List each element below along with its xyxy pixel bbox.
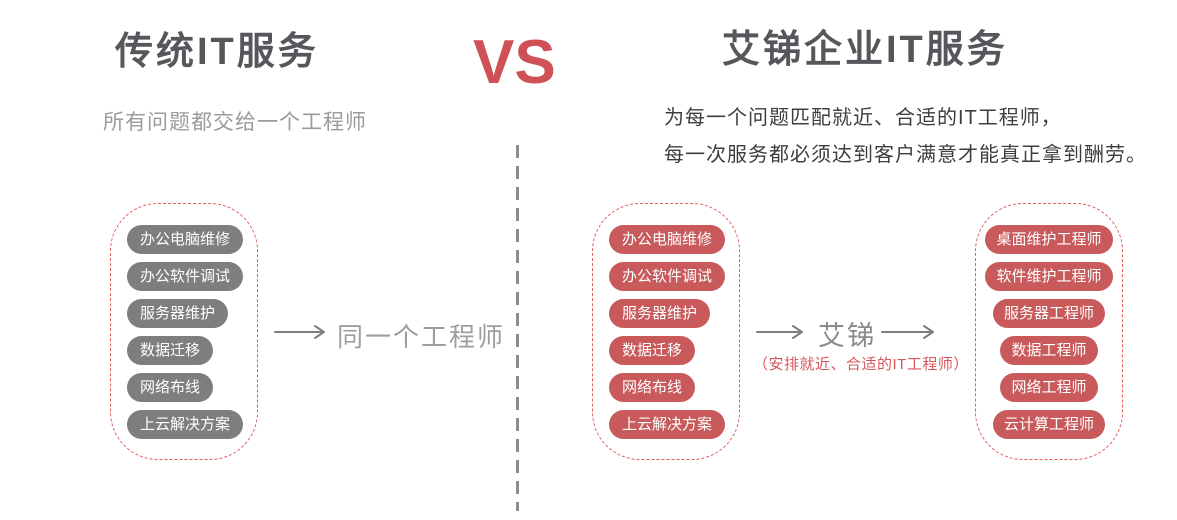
engineer-pill: 云计算工程师 bbox=[992, 409, 1105, 439]
broker-note: （安排就近、合适的IT工程师） bbox=[753, 356, 969, 373]
vertical-divider bbox=[516, 145, 519, 511]
service-pill: 网络布线 bbox=[609, 372, 696, 402]
left-section-title: 传统IT服务 bbox=[115, 31, 319, 73]
service-pill: 办公电脑维修 bbox=[609, 224, 726, 254]
traditional-services-box: 办公电脑维修 办公软件调试 服务器维护 数据迁移 网络布线 上云解决方案 bbox=[110, 203, 258, 460]
broker-label: 艾锑 bbox=[818, 321, 876, 351]
engineer-pill: 数据工程师 bbox=[1000, 335, 1098, 365]
service-pill: 数据迁移 bbox=[609, 335, 696, 365]
right-section-description: 为每一个问题匹配就近、合适的IT工程师， 每一次服务都必须达到客户满意才能真正拿… bbox=[664, 100, 1147, 174]
service-pill: 数据迁移 bbox=[127, 335, 214, 365]
engineers-box: 桌面维护工程师 软件维护工程师 服务器工程师 数据工程师 网络工程师 云计算工程… bbox=[975, 203, 1123, 460]
arrow-right-icon bbox=[756, 325, 803, 339]
vs-label: VS bbox=[473, 28, 556, 97]
engineer-pill: 软件维护工程师 bbox=[985, 261, 1113, 291]
service-pill: 上云解决方案 bbox=[609, 409, 726, 439]
arrow-right-icon bbox=[274, 325, 325, 339]
right-description-line-1: 为每一个问题匹配就近、合适的IT工程师， bbox=[664, 107, 1062, 129]
service-pill: 办公软件调试 bbox=[127, 261, 244, 291]
left-result-label: 同一个工程师 bbox=[337, 322, 506, 352]
right-section-title: 艾锑企业IT服务 bbox=[722, 29, 1008, 71]
engineer-pill: 服务器工程师 bbox=[992, 298, 1105, 328]
service-pill: 办公软件调试 bbox=[609, 261, 726, 291]
service-pill: 服务器维护 bbox=[609, 298, 711, 328]
aiti-services-box: 办公电脑维修 办公软件调试 服务器维护 数据迁移 网络布线 上云解决方案 bbox=[592, 203, 740, 460]
service-pill: 上云解决方案 bbox=[127, 409, 244, 439]
engineer-pill: 网络工程师 bbox=[1000, 372, 1098, 402]
left-section-subtitle: 所有问题都交给一个工程师 bbox=[103, 111, 367, 134]
service-pill: 办公电脑维修 bbox=[127, 224, 244, 254]
service-pill: 服务器维护 bbox=[127, 298, 229, 328]
engineer-pill: 桌面维护工程师 bbox=[985, 224, 1113, 254]
service-pill: 网络布线 bbox=[127, 372, 214, 402]
arrow-right-icon bbox=[881, 325, 934, 339]
right-description-line-2: 每一次服务都必须达到客户满意才能真正拿到酬劳。 bbox=[664, 144, 1147, 166]
